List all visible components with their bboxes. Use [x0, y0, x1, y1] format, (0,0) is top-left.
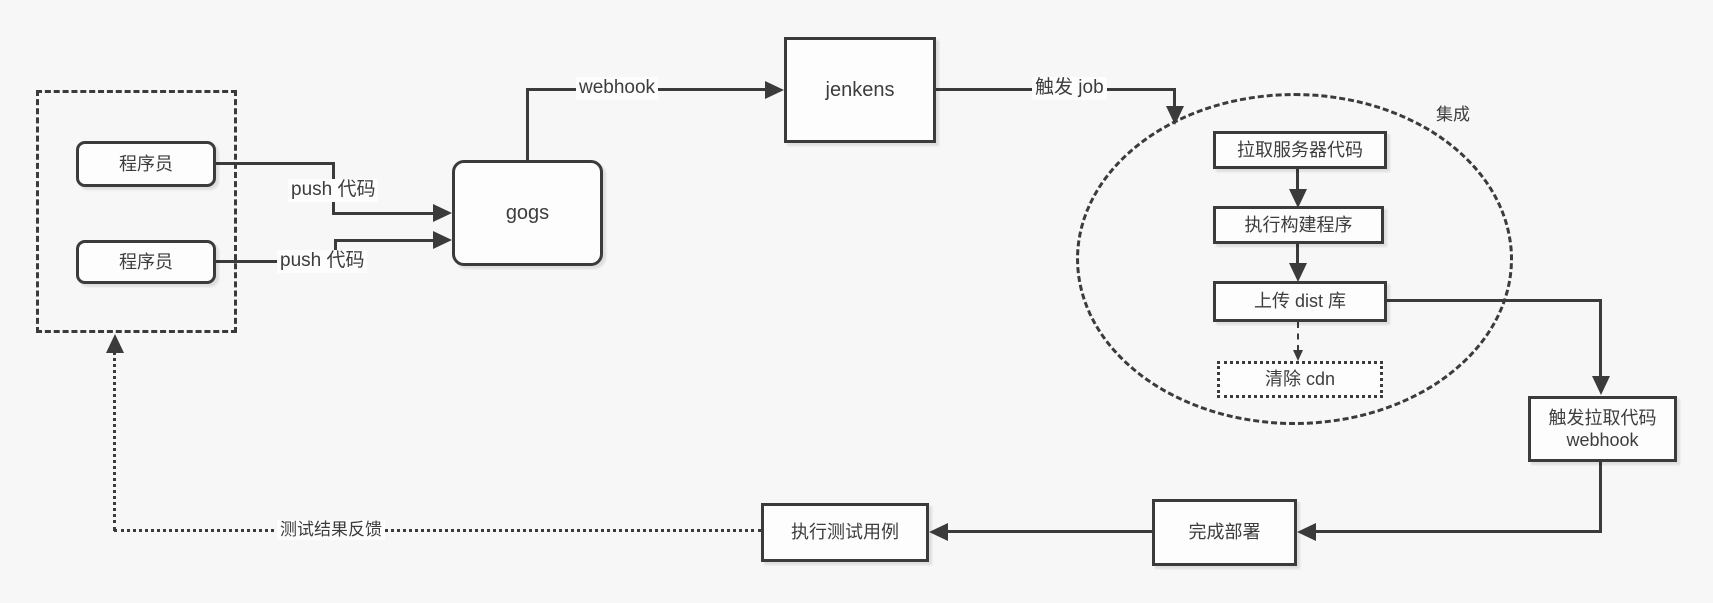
- edge-feedback-seg-h: [114, 529, 761, 532]
- integration-ellipse-frame: [1076, 93, 1513, 425]
- integration-label: 集成: [1436, 105, 1470, 124]
- node-gogs: gogs: [452, 160, 603, 266]
- node-pull-server-code: 拉取服务器代码: [1213, 131, 1387, 169]
- node-pull-server-code-label: 拉取服务器代码: [1237, 139, 1363, 160]
- edge-push1-seg-h1: [216, 162, 335, 165]
- node-run-tests-label: 执行测试用例: [791, 522, 899, 543]
- edge-push2-seg-h2: [334, 239, 435, 242]
- node-programmer-1-label: 程序员: [119, 153, 173, 174]
- edge-dist-to-hook-seg-v: [1599, 299, 1602, 379]
- node-run-build: 执行构建程序: [1213, 206, 1384, 244]
- node-programmer-1: 程序员: [76, 141, 216, 187]
- edge-dist-to-hook-seg-h: [1386, 299, 1602, 302]
- edge-push2-label: push 代码: [277, 250, 368, 273]
- node-upload-dist-label: 上传 dist 库: [1253, 291, 1346, 312]
- node-gogs-label: gogs: [505, 201, 550, 224]
- edge-push2-seg-h1: [216, 260, 336, 263]
- edge-build-to-dist-seg: [1296, 243, 1299, 266]
- edge-deploy-to-tests-seg-h: [946, 530, 1152, 533]
- node-trigger-pull-webhook: 触发拉取代码 webhook: [1528, 396, 1677, 462]
- edge-feedback-seg-v: [113, 351, 116, 531]
- node-upload-dist: 上传 dist 库: [1213, 281, 1387, 322]
- edge-trigger-job-label: 触发 job: [1032, 77, 1107, 100]
- edge-dist-to-hook-arrowhead: [1592, 376, 1610, 395]
- edge-trigger-job-seg-v: [1173, 88, 1176, 109]
- edge-push1-label: push 代码: [288, 179, 379, 202]
- node-jenkins: jenkens: [784, 37, 936, 143]
- programmers-group-frame: [36, 90, 237, 333]
- edge-feedback-label: 测试结果反馈: [277, 520, 385, 541]
- node-run-tests: 执行测试用例: [761, 503, 929, 562]
- edge-dist-to-cdn-arrowhead: [1293, 350, 1303, 361]
- edge-hook-to-deploy-arrowhead: [1297, 523, 1316, 541]
- edge-webhook-label: webhook: [576, 77, 659, 100]
- edge-pull-to-build-arrowhead: [1289, 189, 1307, 208]
- node-jenkins-label: jenkens: [825, 78, 895, 101]
- edge-trigger-job-arrowhead: [1166, 106, 1184, 125]
- edge-push2-arrowhead: [433, 231, 452, 249]
- edge-webhook-arrowhead: [765, 81, 784, 99]
- node-programmer-2-label: 程序员: [119, 251, 173, 272]
- edge-dist-to-cdn-seg: [1297, 322, 1299, 351]
- node-clear-cdn: 清除 cdn: [1217, 361, 1383, 398]
- node-trigger-pull-webhook-line1: 触发拉取代码: [1548, 407, 1657, 428]
- edge-hook-to-deploy-seg-v: [1599, 462, 1602, 532]
- edge-webhook-seg-v: [526, 90, 529, 162]
- edge-deploy-to-tests-arrowhead: [929, 523, 948, 541]
- node-deploy-done: 完成部署: [1152, 499, 1297, 566]
- edge-push1-arrowhead: [433, 204, 452, 222]
- node-deploy-done-label: 完成部署: [1188, 522, 1261, 543]
- edge-feedback-arrowhead: [106, 334, 124, 353]
- edge-build-to-dist-arrowhead: [1289, 263, 1307, 282]
- edge-hook-to-deploy-seg-h: [1314, 530, 1602, 533]
- edge-push1-seg-h2: [332, 212, 435, 215]
- node-programmer-2: 程序员: [76, 240, 216, 284]
- node-clear-cdn-label: 清除 cdn: [1264, 369, 1336, 390]
- edge-pull-to-build-seg: [1296, 168, 1299, 192]
- node-trigger-pull-webhook-line2: webhook: [1566, 430, 1639, 450]
- node-run-build-label: 执行构建程序: [1244, 214, 1353, 235]
